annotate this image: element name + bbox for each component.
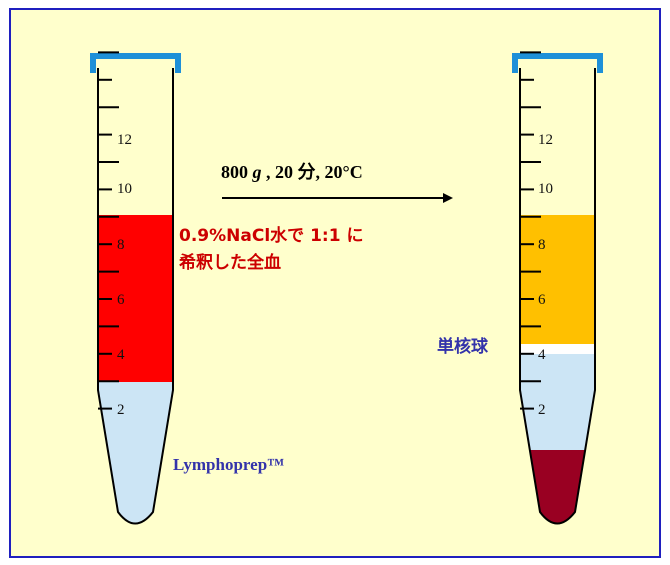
tube-left-cap	[90, 53, 181, 73]
tick-label-right-12: 12	[538, 132, 553, 148]
condition-rest: , 20 分, 20°C	[261, 162, 363, 182]
diluted-blood-label-line1: 0.9%NaCl水で 1:1 に	[179, 226, 364, 246]
tube-right-cap	[512, 53, 603, 73]
lymphoprep-layer-right	[520, 353, 595, 450]
tick-label-right-6: 6	[538, 292, 546, 308]
lymphoprep-label: Lymphoprep™	[173, 455, 285, 474]
tick-label-right-4: 4	[538, 347, 546, 363]
condition-speed: 800	[221, 162, 248, 182]
tick-label-right-2: 2	[538, 402, 546, 418]
tick-label-left-2: 2	[117, 402, 125, 418]
mononuclear-cells-label: 単核球	[437, 337, 488, 357]
tick-label-right-8: 8	[538, 237, 546, 253]
centrifugation-condition: 800 g , 20 分, 20°C	[221, 163, 363, 181]
tube-right-scale	[520, 51, 541, 410]
lymphoprep-layer-left	[98, 381, 173, 524]
red-cell-layer	[520, 449, 595, 524]
tube-left-contents	[98, 215, 173, 524]
centrifuge-arrow-head	[443, 193, 453, 203]
tube-right-contents	[520, 215, 595, 524]
tube-right-outline	[519, 68, 596, 525]
tick-label-left-10: 10	[117, 181, 132, 197]
tick-label-left-6: 6	[117, 292, 125, 308]
tick-label-left-4: 4	[117, 347, 125, 363]
plasma-layer	[520, 215, 595, 344]
tick-label-left-8: 8	[117, 237, 125, 253]
tube-left-scale	[98, 51, 119, 410]
mononuclear-layer	[520, 343, 595, 354]
diluted-blood-label-line2: 希釈した全血	[179, 253, 281, 273]
tube-left-outline	[97, 68, 174, 525]
condition-g-unit: g	[252, 162, 262, 182]
tick-label-right-10: 10	[538, 181, 553, 197]
tick-label-left-12: 12	[117, 132, 132, 148]
